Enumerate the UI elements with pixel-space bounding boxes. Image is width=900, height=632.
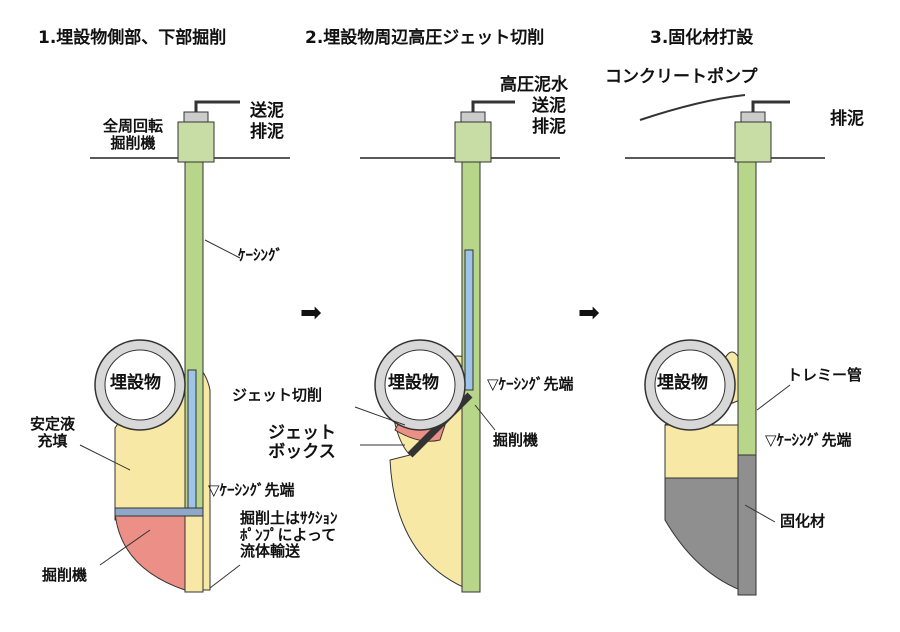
step-title-2: 2.埋設物周辺高圧ジェット切削 [305, 28, 545, 48]
label-soil-line2: ﾎﾟﾝﾌﾟによって [240, 525, 337, 544]
label-buried-object-2: 埋設物 [388, 373, 439, 393]
panel-step-1 [79, 100, 290, 593]
label-soil-line3: 流体輸送 [240, 542, 301, 560]
label-discharge-mud-2: 排泥 [532, 117, 566, 137]
label-send-mud-2: 送泥 [532, 96, 566, 116]
label-discharge-mud-3: 排泥 [830, 109, 864, 129]
leader-stabilizer [79, 444, 131, 471]
buried-pipe-inner [654, 349, 726, 421]
machine-top [460, 111, 486, 123]
label-solidifier: 固化材 [780, 512, 826, 530]
leader-soil [209, 564, 241, 589]
excavated-zone [114, 511, 186, 591]
machine-top [183, 111, 209, 123]
rotary-machine [734, 121, 772, 163]
drill-rod [187, 369, 197, 516]
label-jet-box-line1: ジェット [268, 423, 336, 443]
flow-arrow-icon: ➡ [300, 298, 322, 328]
flow-arrow-icon: ➡ [578, 298, 600, 328]
mud-pipe [751, 100, 790, 112]
panel-step-2 [354, 100, 560, 593]
leader-solidifier [744, 504, 776, 523]
panel-step-3 [625, 94, 825, 596]
label-hp-water: 高圧泥水 [500, 75, 568, 95]
casing-bottom [184, 511, 204, 593]
step-title-1: 1.埋設物側部、下部掘削 [38, 28, 227, 48]
cutter-arm [114, 507, 204, 517]
label-excavator-1: 掘削機 [42, 566, 88, 584]
label-jet-cutting: ジェット切削 [232, 386, 323, 404]
label-rotary-line1: 全周回転 [103, 117, 164, 135]
mud-pipe [194, 100, 240, 112]
drill-rod [464, 249, 474, 391]
rotary-machine [454, 121, 492, 163]
label-soil-line1: 掘削土はｻｸｼｮﾝ [240, 509, 338, 527]
label-excavated-soil: 掘削土はｻｸｼｮﾝ ﾎﾟﾝﾌﾟによって 流体輸送 [240, 510, 338, 560]
leader-tremie [756, 384, 791, 411]
leader-jet-cut [354, 406, 406, 426]
label-jet-box: ジェット ボックス [268, 424, 336, 461]
leader-excavator [474, 404, 496, 431]
mud-pipe [471, 100, 515, 112]
machine-top [740, 111, 766, 123]
label-buried-object-1: 埋設物 [110, 373, 161, 393]
label-rotary-machine: 全周回転 掘削機 [103, 118, 163, 151]
rotary-machine [177, 121, 215, 163]
leader-casing [204, 239, 241, 259]
label-stabilizer-line2: 充填 [37, 431, 68, 450]
label-jet-box-line2: ボックス [268, 441, 336, 462]
label-rotary-line2: 掘削機 [110, 133, 156, 152]
label-tremie-pipe: トレミー管 [787, 366, 863, 384]
leader-excavator [99, 529, 151, 566]
label-buried-object-3: 埋設物 [657, 373, 708, 393]
label-casing-tip-1: ▽ｹｰｼﾝｸﾞ先端 [208, 481, 295, 499]
buried-pipe-inner [384, 349, 456, 421]
label-stabilizer-line1: 安定液 [30, 415, 76, 433]
label-casing: ｹｰｼﾝｸﾞ [238, 246, 284, 264]
label-send-mud-1: 送泥 [250, 101, 284, 121]
label-discharge-mud-1: 排泥 [250, 122, 284, 142]
label-concrete-pump: コンクリートポンプ [605, 67, 758, 87]
label-excavator-2: 掘削機 [493, 431, 539, 449]
tremie-bottom [737, 454, 757, 596]
tremie-pipe [737, 161, 757, 458]
label-casing-tip-3: ▽ｹｰｼﾝｸﾞ先端 [765, 431, 852, 449]
buried-pipe-inner [104, 349, 176, 421]
label-casing-tip-2: ▽ｹｰｼﾝｸﾞ先端 [487, 375, 574, 393]
concrete-pump-hose [639, 94, 746, 121]
step-title-3: 3.固化材打設 [650, 28, 754, 48]
label-stabilizer: 安定液 充填 [30, 416, 75, 449]
